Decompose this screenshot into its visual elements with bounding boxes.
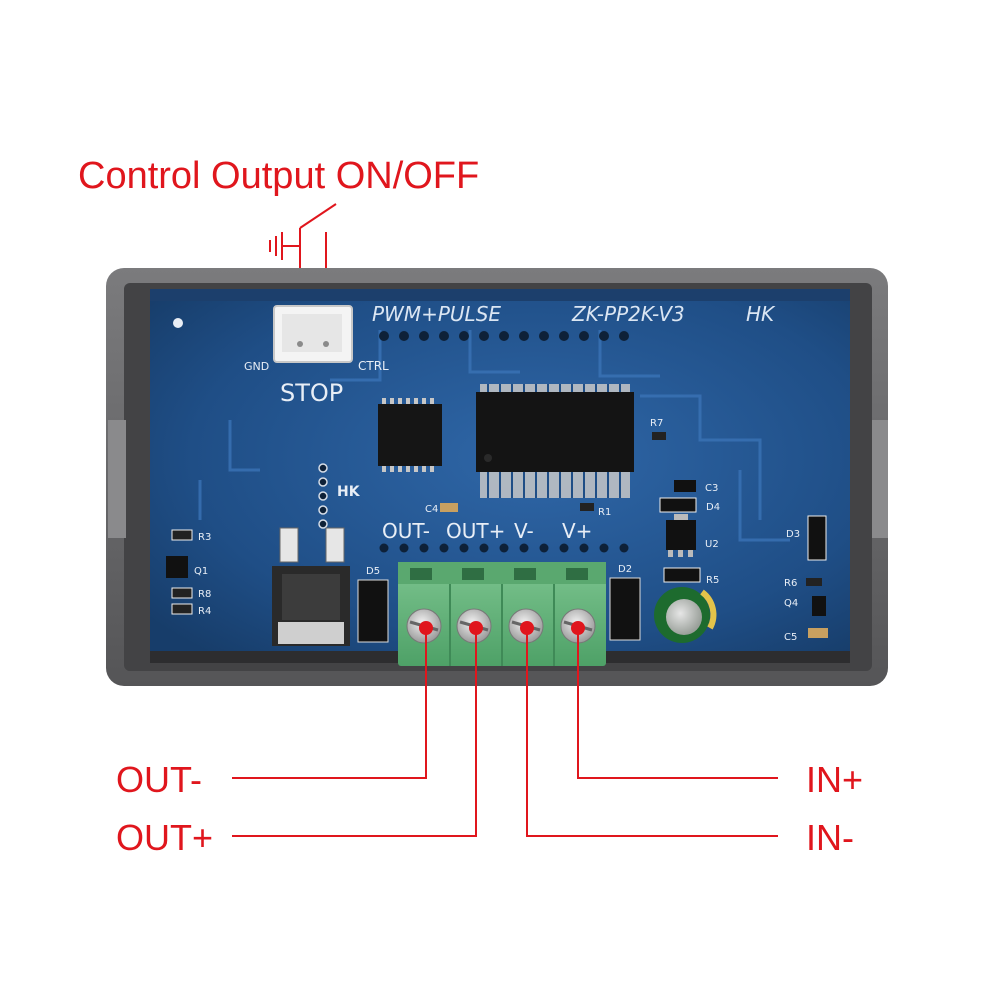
gnd-label: GND — [244, 360, 269, 373]
leader-in-plus — [577, 628, 778, 779]
q1-part — [166, 556, 188, 578]
r8-label: R8 — [198, 589, 211, 600]
hk-pin-column — [318, 463, 328, 529]
board-heading-model: ZK-PP2K-V3 — [571, 302, 685, 326]
terminal-header-pins — [379, 543, 629, 553]
terminal-silk-labels: OUT- OUT+ V- V+ — [382, 519, 592, 543]
c5-part — [808, 628, 828, 638]
r1-part — [580, 503, 594, 511]
c3-part — [674, 480, 696, 492]
r1-label: R1 — [598, 507, 611, 518]
leader-out-plus — [232, 628, 477, 837]
terminal-label-v-minus: V- — [514, 519, 534, 543]
board-heading-brand: HK — [746, 302, 776, 326]
r3-label: R3 — [198, 532, 211, 543]
enclosure-clip-left — [108, 420, 126, 538]
r6-label: R6 — [784, 578, 797, 589]
callout-out-plus: OUT+ — [116, 817, 213, 858]
c4-part — [440, 503, 458, 512]
q4-label: Q4 — [784, 598, 798, 609]
callout-lines — [232, 628, 778, 837]
pcb-traces — [198, 330, 790, 542]
r5-label: R5 — [706, 575, 719, 586]
mosfet — [272, 527, 350, 646]
d4-part — [659, 497, 697, 513]
r8-part — [171, 587, 193, 599]
r6-part — [806, 578, 822, 586]
board-heading-mode: PWM+PULSE — [372, 302, 501, 326]
q1-label: Q1 — [194, 566, 208, 577]
d3-label: D3 — [786, 529, 800, 540]
d3-part — [807, 515, 827, 561]
leader-in-minus — [526, 628, 778, 837]
c4-label: C4 — [425, 504, 438, 515]
d2-label: D2 — [618, 564, 632, 575]
terminal-label-v-plus: V+ — [562, 519, 592, 543]
pcb-top-edge — [150, 289, 850, 301]
c5-label: C5 — [784, 632, 797, 643]
d2-diode — [609, 577, 641, 641]
terminal-block — [398, 562, 606, 666]
q4-part — [812, 596, 826, 616]
r5-part — [663, 567, 701, 583]
terminal-label-out-plus: OUT+ — [446, 519, 505, 543]
mounting-dot — [173, 318, 183, 328]
r4-part — [171, 603, 193, 615]
stop-label: STOP — [280, 379, 343, 407]
r4-label: R4 — [198, 606, 211, 617]
r7-part — [652, 432, 666, 440]
ic-main-controller — [476, 384, 634, 498]
r3-part — [171, 529, 193, 541]
callout-in-plus: IN+ — [806, 759, 863, 800]
stop-pin-ctrl — [323, 341, 329, 347]
r7-label: R7 — [650, 418, 663, 429]
d5-diode — [357, 579, 389, 643]
callout-out-minus: OUT- — [116, 759, 202, 800]
ic-small — [378, 398, 442, 472]
diagram-title: Control Output ON/OFF — [78, 155, 479, 197]
d4-label: D4 — [706, 502, 720, 513]
u2-label: U2 — [705, 539, 719, 550]
hk-label: HK — [337, 484, 361, 500]
d5-label: D5 — [366, 566, 380, 577]
electrolytic-capacitor — [654, 587, 717, 643]
callout-in-minus: IN- — [806, 817, 854, 858]
u2-regulator — [666, 514, 696, 557]
enclosure-clip-right — [872, 420, 888, 538]
c3-label: C3 — [705, 483, 718, 494]
ctrl-label: CTRL — [358, 359, 389, 373]
stop-pin-gnd — [297, 341, 303, 347]
header-pins — [379, 331, 629, 341]
terminal-label-out-minus: OUT- — [382, 519, 430, 543]
leader-out-minus — [232, 628, 427, 779]
stop-connector-slot — [282, 314, 342, 352]
